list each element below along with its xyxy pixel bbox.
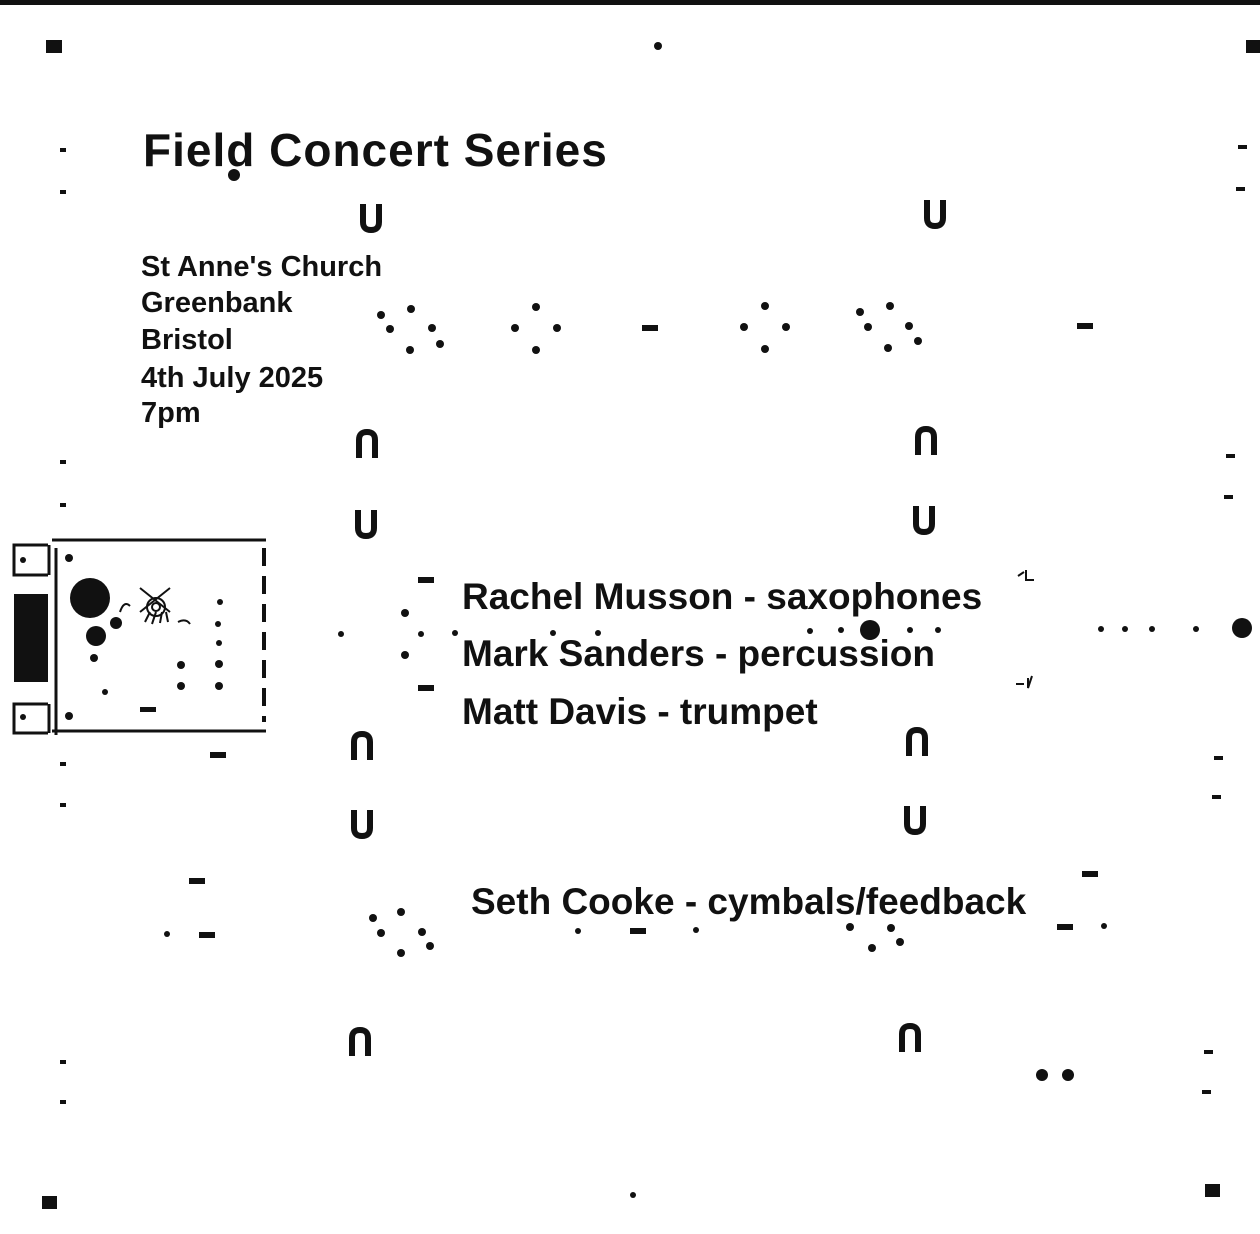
cassette-drawing-icon	[12, 538, 266, 735]
event-date: 4th July 2025	[141, 362, 324, 394]
venue-line-2: Greenbank	[141, 287, 293, 319]
special-guest: Seth Cooke - cymbals/feedback	[471, 881, 1027, 922]
lineup-item-1: Rachel Musson - saxophones	[462, 576, 983, 617]
venue-line-1: St Anne's Church	[141, 251, 383, 283]
venue-line-3: Bristol	[141, 324, 233, 356]
lineup-item-3: Matt Davis - trumpet	[462, 691, 818, 732]
lineup-item-2: Mark Sanders - percussion	[462, 633, 935, 674]
top-border	[0, 0, 1260, 5]
event-time: 7pm	[141, 397, 201, 429]
poster-title: Field Concert Series	[143, 124, 608, 176]
